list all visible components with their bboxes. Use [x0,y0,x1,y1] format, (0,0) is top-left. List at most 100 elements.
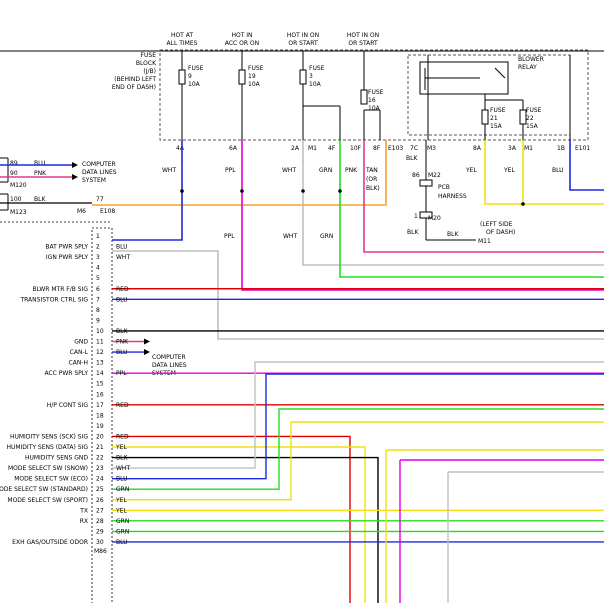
svg-text:DATA LINES: DATA LINES [152,362,187,369]
svg-text:TAN: TAN [365,167,378,174]
svg-text:2A: 2A [291,145,300,152]
splice-dot [180,189,184,193]
pin-label: CAN-H [69,360,88,367]
svg-text:GRN: GRN [320,233,333,240]
pin-wire-color: BLK [116,328,128,335]
splice-dot [338,189,342,193]
pin-label: MODE SELECT SW (ECO) [14,476,88,483]
svg-text:FUSE: FUSE [490,107,506,114]
svg-text:YEL: YEL [465,167,477,174]
svg-text:M22: M22 [428,172,441,179]
pin-number: 27 [96,507,104,514]
svg-text:19: 19 [248,73,256,80]
pin-number: 20 [96,433,104,440]
fuse-9: FUSE 9 10A [178,65,204,88]
splice-dot [521,202,525,206]
pin-wire-color: GRN [116,518,129,525]
pin-wire-color: PNK [116,339,129,346]
svg-text:4F: 4F [328,145,336,152]
svg-text:E103: E103 [388,145,403,152]
arrow-icon [144,338,150,345]
pin-number: 24 [96,476,104,483]
pin-label: MODE SELECT SW (SNOW) [8,465,88,472]
svg-text:10A: 10A [309,81,322,88]
svg-text:COMPUTER: COMPUTER [82,161,116,168]
pin-wire-color: RED [116,433,129,440]
left-data-connector: 89 BLU 90 PNK M120 100 BLK M123 M6 E108 … [0,157,117,216]
fuse-block-label: FUSE BLOCK (J/B) (BEHIND LEFT END OF DAS… [112,52,157,91]
pin-number: 6 [96,286,100,293]
svg-text:6A: 6A [229,145,238,152]
pin-number: 15 [96,381,104,388]
svg-text:E108: E108 [100,208,115,215]
svg-text:M1: M1 [524,145,533,152]
svg-text:M11: M11 [478,238,491,245]
wire-ppl [241,140,604,291]
arrow-icon [144,349,150,356]
svg-text:SYSTEM: SYSTEM [82,177,106,184]
wire-pin25-grn [112,408,604,490]
svg-text:BLK: BLK [407,229,419,236]
svg-text:(J/B): (J/B) [143,68,156,75]
hot-label-3: HOT IN ON [287,32,319,39]
svg-text:M120: M120 [10,182,27,189]
pin-number: 1 [96,233,100,240]
svg-text:FUSE: FUSE [188,65,204,72]
svg-text:21: 21 [490,115,498,122]
svg-text:M6: M6 [77,208,86,215]
wire-yel-right [385,449,604,603]
fuse-19: FUSE 19 10A [238,65,264,88]
pin-wire-color: GRN [116,528,129,535]
svg-text:15A: 15A [526,123,539,130]
svg-text:BLK): BLK) [366,185,380,192]
svg-text:FUSE: FUSE [309,65,325,72]
pin-label: ACC PWR SPLY [44,370,88,377]
hot-label-3b: OR START [288,40,318,47]
svg-text:4A: 4A [176,145,185,152]
pin-number: 8 [96,307,100,314]
svg-text:BLU: BLU [34,160,46,167]
svg-text:BLK: BLK [406,155,418,162]
svg-text:FUSE: FUSE [141,52,157,59]
svg-text:1B: 1B [557,145,565,152]
wire-pin22-blk [112,456,379,603]
svg-text:DATA LINES: DATA LINES [82,169,117,176]
pin-wire-color: BLK [116,455,128,462]
svg-text:M123: M123 [10,209,27,216]
pin-number: 22 [96,455,104,462]
pin-number: 25 [96,486,104,493]
fuse-3: FUSE 3 10A [299,65,325,88]
pin-number: 5 [96,275,100,282]
pin-label: TX [79,507,88,514]
pin-number: 17 [96,402,104,409]
svg-text:(OR: (OR [366,176,377,183]
wire-pin23-wht [112,361,604,469]
svg-text:GRN: GRN [319,167,332,174]
splice-dots [180,189,525,206]
svg-text:15A: 15A [490,123,503,130]
pin-wire-color: PPL [116,370,127,377]
pin-number: 12 [96,349,104,356]
svg-text:BLU: BLU [552,167,564,174]
wire-pin24-blu [112,373,604,480]
wire-grn-4f [339,140,604,278]
svg-text:FUSE: FUSE [368,89,384,96]
pin-label: GND [74,339,88,346]
splice-dot [301,189,305,193]
hot-label-1: HOT AT [171,32,193,39]
arrow-icon [72,174,78,180]
pin-number: 7 [96,296,100,303]
svg-text:BLOCK: BLOCK [136,60,157,67]
pin-number: 23 [96,465,104,472]
pin-wire-color: YEL [115,507,127,514]
pin-number: 10 [96,328,104,335]
pin-number: 29 [96,528,104,535]
svg-text:PPL: PPL [224,233,235,240]
pin-number: 9 [96,317,100,324]
pin-wire-color: BLU [116,244,128,251]
svg-text:7C: 7C [410,145,418,152]
fuse-block-box [159,49,589,141]
pin-number: 18 [96,412,104,419]
blower-relay: BLOWER RELAY [419,55,571,140]
